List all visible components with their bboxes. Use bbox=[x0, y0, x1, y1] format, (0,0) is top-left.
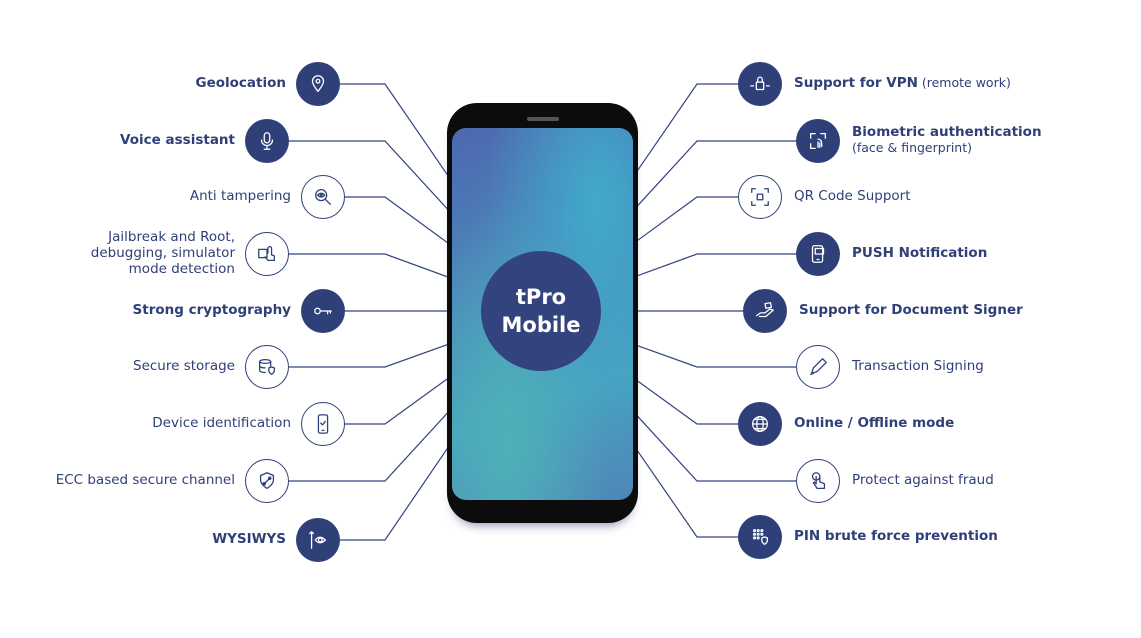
feature-label: Secure storage bbox=[133, 358, 235, 374]
feature-label-text: Support for VPN bbox=[794, 75, 918, 91]
feature-label-text: Voice assistant bbox=[120, 132, 235, 148]
shield-network-icon bbox=[245, 459, 289, 503]
lock-arrows-icon bbox=[738, 62, 782, 106]
feature-label: Protect against fraud bbox=[852, 472, 994, 488]
globe-icon bbox=[738, 402, 782, 446]
pen-icon bbox=[796, 345, 840, 389]
hub-title-line1: tPro bbox=[515, 285, 567, 309]
key-icon bbox=[301, 289, 345, 333]
feature-label: Geolocation bbox=[196, 75, 287, 91]
location-pin-icon bbox=[296, 62, 340, 106]
hub-title-line2: Mobile bbox=[501, 313, 581, 337]
feature-label-text: PIN brute force prevention bbox=[794, 528, 998, 544]
feature-label: Device identification bbox=[152, 415, 291, 431]
feature-label-text: Biometric authentication bbox=[852, 124, 1042, 140]
feature-label: Support for VPN (remote work) bbox=[794, 75, 1011, 91]
keypad-shield-icon bbox=[738, 515, 782, 559]
hub-tpro-mobile: tPro Mobile bbox=[481, 251, 601, 371]
feature-label: Biometric authentication(face & fingerpr… bbox=[852, 124, 1042, 156]
feature-label-text: PUSH Notification bbox=[852, 245, 988, 261]
feature-label-text: WYSIWYS bbox=[212, 531, 286, 547]
hand-document-icon bbox=[743, 289, 787, 333]
touch-device-icon bbox=[245, 232, 289, 276]
feature-label-text: Online / Offline mode bbox=[794, 415, 955, 431]
feature-label-text: Support for Document Signer bbox=[799, 302, 1023, 318]
feature-label: PIN brute force prevention bbox=[794, 528, 998, 544]
feature-label: PUSH Notification bbox=[852, 245, 987, 261]
feature-label-text: Protect against fraud bbox=[852, 472, 994, 488]
feature-label: Strong cryptography bbox=[133, 302, 291, 318]
phone-speaker bbox=[527, 117, 559, 121]
feature-label-text: Secure storage bbox=[133, 358, 235, 374]
feature-label-text: Transaction Signing bbox=[852, 358, 984, 374]
hand-touch-icon bbox=[796, 459, 840, 503]
fingerprint-face-icon bbox=[796, 119, 840, 163]
feature-label: Online / Offline mode bbox=[794, 415, 954, 431]
feature-label-text: ECC based secure channel bbox=[55, 472, 235, 488]
feature-label-text: Device identification bbox=[152, 415, 291, 431]
feature-label: Voice assistant bbox=[120, 132, 235, 148]
feature-label-text: Geolocation bbox=[195, 75, 287, 91]
feature-label: Transaction Signing bbox=[852, 358, 984, 374]
eye-magnifier-icon bbox=[301, 175, 345, 219]
feature-label-text: Strong cryptography bbox=[132, 302, 291, 318]
feature-label-text: QR Code Support bbox=[794, 188, 911, 204]
phone-message-icon bbox=[796, 232, 840, 276]
feature-label: Anti tampering bbox=[190, 188, 291, 204]
feature-label-note: (face & fingerprint) bbox=[852, 140, 973, 155]
microphone-icon bbox=[245, 119, 289, 163]
feature-label: Support for Document Signer bbox=[799, 302, 1023, 318]
feature-label-text: Anti tampering bbox=[189, 188, 291, 204]
feature-label: QR Code Support bbox=[794, 188, 911, 204]
phone-check-icon bbox=[301, 402, 345, 446]
pen-eye-icon bbox=[296, 518, 340, 562]
database-shield-icon bbox=[245, 345, 289, 389]
feature-label-note: (remote work) bbox=[917, 75, 1011, 90]
feature-label: WYSIWYS bbox=[212, 531, 286, 547]
qr-code-icon bbox=[738, 175, 782, 219]
feature-label: ECC based secure channel bbox=[56, 472, 235, 488]
